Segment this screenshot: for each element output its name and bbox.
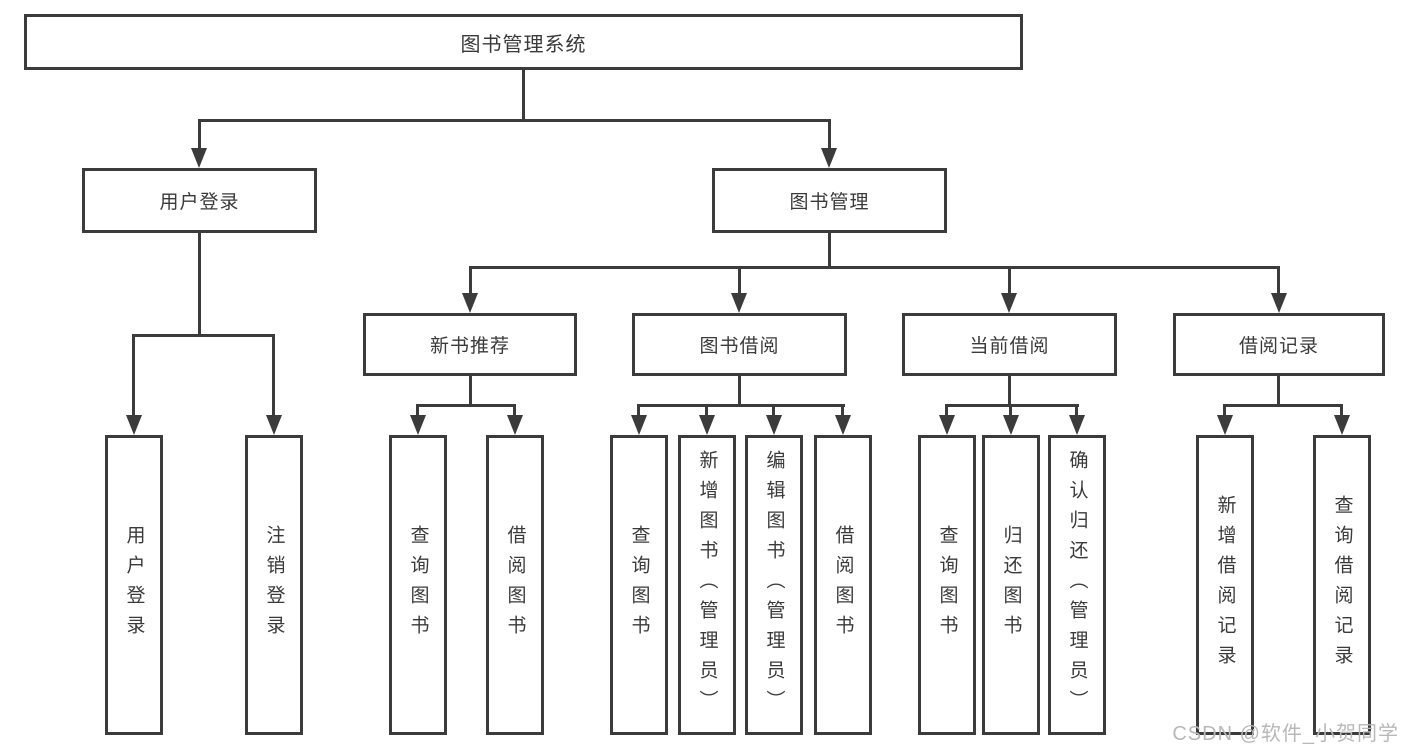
connector-drop-leaf	[705, 404, 708, 417]
connector-drop-leaf	[416, 404, 419, 417]
connector-drop-book-borrow	[738, 266, 741, 294]
leaf-return-book: 归还图书	[982, 435, 1040, 735]
connector-drop-book-management	[828, 119, 831, 149]
connector-current-borrow-stem	[1008, 376, 1011, 407]
node-new-book-recommend: 新书推荐	[363, 313, 577, 376]
connector-drop-leaf	[513, 404, 516, 417]
connector-drop-leaf	[841, 404, 844, 417]
arrow-down-icon	[821, 148, 837, 168]
connector-new-book-recommend-stem	[469, 376, 472, 407]
leaf-confirm-return-admin: 确认归还（管理员）	[1048, 435, 1106, 735]
arrow-down-icon	[766, 415, 782, 435]
connector-drop-leaf-logout	[272, 334, 275, 417]
connector-drop-new-book-recommend	[469, 266, 472, 294]
connector-book-management-stem	[828, 233, 831, 269]
arrow-down-icon	[1069, 415, 1085, 435]
leaf-borrow-book: 借阅图书	[814, 435, 872, 735]
arrow-down-icon	[410, 415, 426, 435]
arrow-down-icon	[507, 415, 523, 435]
watermark: CSDN @软件_小贺同学	[1172, 723, 1399, 745]
arrow-down-icon	[731, 293, 747, 313]
node-root-system: 图书管理系统	[24, 14, 1023, 70]
connector-drop-current-borrow	[1008, 266, 1011, 294]
leaf-add-book-admin: 新增图书（管理员）	[678, 435, 736, 735]
connector-new-book-recommend-bus	[416, 404, 516, 407]
leaf-logout: 注销登录	[245, 435, 303, 735]
connector-drop-leaf	[1340, 404, 1343, 417]
arrow-down-icon	[939, 415, 955, 435]
connector-level2-bus	[198, 119, 831, 122]
connector-borrow-records-bus	[1223, 404, 1343, 407]
arrow-down-icon	[1334, 415, 1350, 435]
node-book-management: 图书管理	[712, 168, 947, 233]
connector-drop-leaf	[1075, 404, 1078, 417]
leaf-query-books: 查询图书	[610, 435, 668, 735]
connector-root-stem	[522, 70, 525, 120]
node-user-login-module: 用户登录	[82, 168, 317, 233]
arrow-down-icon	[1271, 293, 1287, 313]
arrow-down-icon	[1217, 415, 1233, 435]
leaf-query-books: 查询图书	[389, 435, 447, 735]
arrow-down-icon	[191, 148, 207, 168]
node-book-borrow: 图书借阅	[632, 313, 847, 376]
connector-book-borrow-bus	[637, 404, 845, 407]
arrow-down-icon	[835, 415, 851, 435]
connector-borrow-records-stem	[1277, 376, 1280, 407]
arrow-down-icon	[699, 415, 715, 435]
leaf-add-borrow-record: 新增借阅记录	[1196, 435, 1254, 735]
connector-drop-borrow-records	[1277, 266, 1280, 294]
connector-drop-user-login-module	[198, 119, 201, 149]
connector-level3-bus	[469, 266, 1280, 269]
arrow-down-icon	[266, 415, 282, 435]
leaf-query-borrow-record: 查询借阅记录	[1313, 435, 1371, 735]
node-current-borrow: 当前借阅	[902, 313, 1117, 376]
connector-drop-leaf	[772, 404, 775, 417]
arrow-down-icon	[126, 415, 142, 435]
connector-drop-leaf-user-login	[132, 334, 135, 417]
leaf-edit-book-admin: 编辑图书（管理员）	[745, 435, 803, 735]
connector-user-login-stem	[198, 233, 201, 337]
arrow-down-icon	[462, 293, 478, 313]
connector-drop-leaf	[1223, 404, 1226, 417]
connector-user-login-bus	[133, 334, 275, 337]
connector-book-borrow-stem	[738, 376, 741, 407]
arrow-down-icon	[1001, 293, 1017, 313]
leaf-borrow-book: 借阅图书	[486, 435, 544, 735]
connector-drop-leaf	[637, 404, 640, 417]
connector-drop-leaf	[1009, 404, 1012, 417]
connector-current-borrow-bus	[945, 404, 1079, 407]
arrow-down-icon	[631, 415, 647, 435]
leaf-user-login: 用户登录	[105, 435, 163, 735]
connector-drop-leaf	[945, 404, 948, 417]
arrow-down-icon	[1003, 415, 1019, 435]
node-borrow-records: 借阅记录	[1173, 313, 1385, 376]
leaf-query-books: 查询图书	[918, 435, 976, 735]
